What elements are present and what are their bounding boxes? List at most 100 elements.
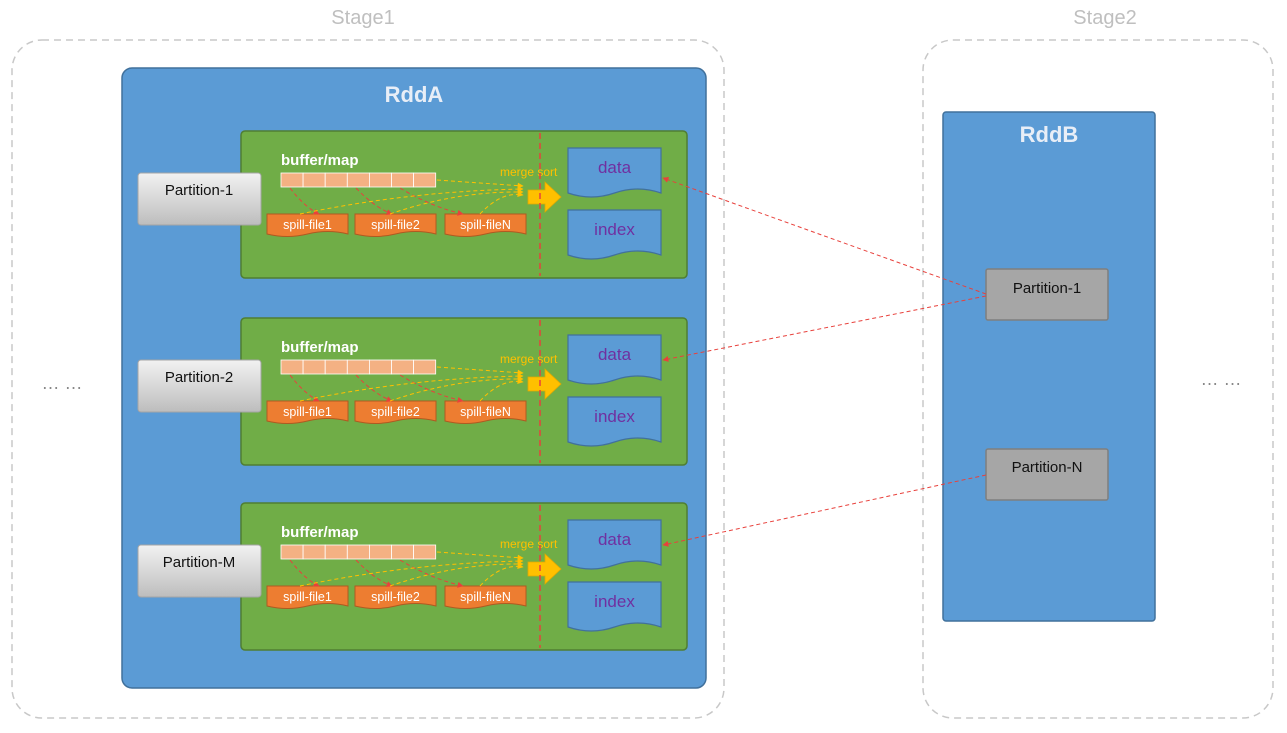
spill-arrow [289, 559, 320, 587]
merge-arrow-icon [527, 368, 562, 400]
index-file-label: index [594, 220, 635, 239]
spill-file-shape [266, 585, 349, 609]
spill-file-label: spill-file2 [371, 405, 420, 419]
merge-arrow-icon [527, 553, 562, 585]
partition-label: Partition-2 [165, 369, 233, 386]
partition-box [137, 172, 262, 226]
partition-box [137, 359, 262, 413]
buffer-cell [346, 172, 370, 188]
buffer-cell [302, 544, 326, 560]
buffer-cell [302, 172, 326, 188]
stage2-boundary [922, 39, 1274, 719]
buffer-cell [324, 172, 348, 188]
partition-label: Partition-M [163, 554, 236, 571]
spill-file-label: spill-fileN [460, 405, 511, 419]
spill-file-label: spill-file1 [283, 405, 332, 419]
buffer-label: buffer/map [281, 152, 359, 169]
stage1-ellipsis: … … [41, 373, 82, 393]
buffer-cell [413, 544, 437, 560]
spill-file-label: spill-file2 [371, 590, 420, 604]
buffer-cell [280, 359, 304, 375]
spill-file-shape [444, 585, 527, 609]
merge-input-arrow [436, 366, 524, 376]
buffer-label: buffer/map [281, 339, 359, 356]
spill-file-label: spill-fileN [460, 590, 511, 604]
index-file-shape [567, 209, 662, 260]
merge-input-arrow [389, 560, 524, 587]
buffer-cell [368, 172, 392, 188]
spill-file-label: spill-file1 [283, 590, 332, 604]
merge-input-arrow [299, 558, 524, 587]
spill-file-label: spill-file2 [371, 218, 420, 232]
rdd-b-title: RddB [1020, 122, 1079, 147]
stage1: Stage1 … … RddA Partition-1buffer/mapspi… [11, 7, 725, 719]
merge-input-arrow [389, 188, 524, 215]
spill-file-shape [444, 213, 527, 237]
buffer-cell [368, 544, 392, 560]
rdd-b-partition-n-box [985, 448, 1109, 501]
buffer-cell [413, 172, 437, 188]
merge-input-arrow [299, 186, 524, 215]
merge-input-arrow [479, 563, 524, 587]
spill-file-shape [354, 213, 437, 237]
fetch-line-partition-n-to-data-m [662, 474, 987, 547]
merge-sort-label: merge sort [500, 165, 558, 179]
spill-file-shape [354, 585, 437, 609]
buffer-cell [280, 544, 304, 560]
merge-input-arrow [389, 375, 524, 402]
rdd-b-box [942, 111, 1156, 622]
spill-arrow [355, 374, 393, 402]
buffer-cell [324, 359, 348, 375]
spill-arrow [399, 374, 464, 403]
rdd-b-partition-1-box [985, 268, 1109, 321]
data-file-label: data [598, 530, 632, 549]
spill-arrow [399, 187, 464, 216]
spill-file-shape [354, 400, 437, 424]
buffer-cell [324, 544, 348, 560]
data-file-shape [567, 519, 662, 570]
buffer-cell [368, 359, 392, 375]
merge-input-arrow [299, 373, 524, 402]
merge-sort-label: merge sort [500, 537, 558, 551]
buffer-cell [302, 359, 326, 375]
merge-arrow-icon [527, 181, 562, 213]
stage2-ellipsis: … … [1200, 369, 1241, 389]
spill-file-label: spill-fileN [460, 218, 511, 232]
index-file-shape [567, 581, 662, 632]
partition-box [137, 544, 262, 598]
spill-file-shape [266, 213, 349, 237]
stage1-boundary [11, 39, 725, 719]
spill-file-shape [444, 400, 527, 424]
buffer-cell [391, 359, 415, 375]
merge-sort-label: merge sort [500, 352, 558, 366]
spill-file-label: spill-file1 [283, 218, 332, 232]
stage2: Stage2 … … RddB Partition-1 Partition-N [922, 7, 1274, 719]
spill-arrow [289, 374, 320, 402]
fetch-lines [662, 177, 987, 547]
data-file-shape [567, 147, 662, 198]
index-file-label: index [594, 592, 635, 611]
map-task-block: Partition-1 buffer/map spill-file1 spill-fi… [137, 130, 688, 279]
merge-input-arrow [436, 551, 524, 561]
spill-arrow [355, 559, 393, 587]
map-task-block: Partition-2 buffer/map spill-file1 spill-fi… [137, 317, 688, 466]
spill-arrow [289, 187, 320, 215]
buffer-cell [391, 544, 415, 560]
buffer-cell [346, 544, 370, 560]
stage2-title: Stage2 [1073, 7, 1136, 29]
rdd-a-title: RddA [385, 82, 444, 107]
data-file-label: data [598, 345, 632, 364]
merge-input-arrow [479, 191, 524, 215]
merge-input-arrow [436, 179, 524, 189]
spill-file-shape [266, 400, 349, 424]
buffer-cell [391, 172, 415, 188]
buffer-cell [280, 172, 304, 188]
index-file-label: index [594, 407, 635, 426]
index-file-shape [567, 396, 662, 447]
partition-label: Partition-1 [165, 182, 233, 199]
fetch-line-partition-1-to-data-2 [662, 295, 987, 362]
buffer-label: buffer/map [281, 524, 359, 541]
fetch-line-partition-1-to-data-1 [662, 177, 987, 295]
spill-arrow [399, 559, 464, 588]
